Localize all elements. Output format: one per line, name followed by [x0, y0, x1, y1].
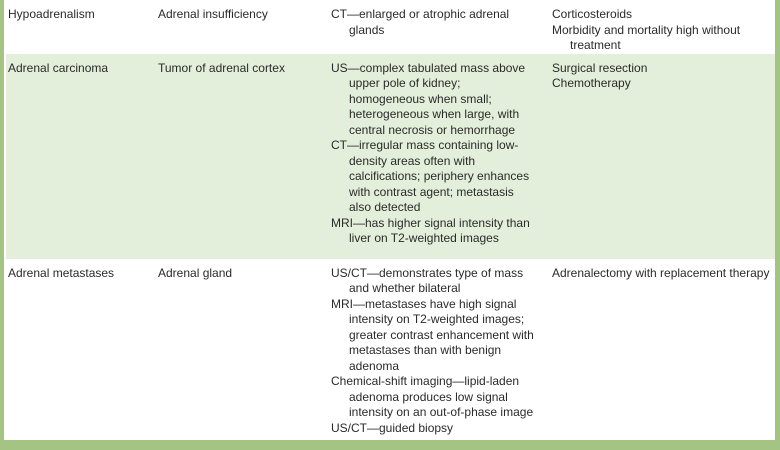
condition-cell: Adrenal metastases	[6, 259, 158, 446]
pathology-label: Tumor of adrenal cortex	[158, 60, 285, 75]
condition-cell: Hypoadrenalism	[6, 0, 158, 54]
pathology-cell: Adrenal insufficiency	[158, 0, 331, 54]
treatment-cell: Adrenalectomy with replacement therapy	[539, 259, 775, 446]
accent-bar-left	[0, 0, 4, 450]
treatment-entry: Surgical resection	[552, 60, 648, 75]
imaging-entry: US/CT—demonstrates type of mass and whet…	[331, 265, 524, 296]
accent-bar-right	[775, 0, 780, 450]
imaging-entry: MRI—metastases have high signal intensit…	[331, 296, 534, 373]
treatment-entry: Chemotherapy	[552, 76, 631, 90]
table-row: Adrenal carcinoma Tumor of adrenal cortex…	[6, 53, 775, 259]
imaging-entry: MRI—has higher signal intensity than liv…	[331, 215, 530, 246]
imaging-entry: CT—enlarged or atrophic adrenal glands	[331, 7, 510, 37]
table-row: Hypoadrenalism Adrenal insufficiency CT—en…	[6, 0, 775, 54]
treatment-entry: Adrenalectomy with replacement therapy	[552, 265, 770, 280]
condition-label: Adrenal carcinoma	[8, 60, 109, 75]
imaging-entry: Chemical-shift imaging—lipid-laden adeno…	[331, 374, 534, 419]
accent-bar-bottom	[0, 440, 780, 450]
imaging-cell: US/CT—demonstrates type of mass and whet…	[331, 259, 539, 446]
imaging-cell: US—complex tabulated mass above upper po…	[331, 54, 539, 259]
pathology-cell: Adrenal gland	[158, 259, 331, 446]
condition-cell: Adrenal carcinoma	[6, 54, 158, 259]
table-body: Hypoadrenalism Adrenal insufficiency CT—en…	[6, 0, 775, 446]
table-row: Adrenal metastases Adrenal gland US/CT—dem…	[6, 258, 775, 446]
pathology-label: Adrenal insufficiency	[158, 7, 268, 21]
imaging-entry: US/CT—guided biopsy	[331, 420, 454, 435]
imaging-entry: CT—irregular mass containing low-density…	[331, 138, 530, 214]
pathology-cell: Tumor of adrenal cortex	[158, 54, 331, 259]
pathology-label: Adrenal gland	[158, 265, 233, 280]
treatment-entry: Morbidity and mortality high without tre…	[552, 22, 741, 53]
imaging-entry: US—complex tabulated mass above upper po…	[331, 60, 526, 137]
condition-label: Hypoadrenalism	[8, 7, 95, 21]
condition-label: Adrenal metastases	[8, 265, 115, 280]
treatment-entry: Corticosteroids	[552, 7, 633, 21]
imaging-cell: CT—enlarged or atrophic adrenal glands	[331, 0, 539, 54]
